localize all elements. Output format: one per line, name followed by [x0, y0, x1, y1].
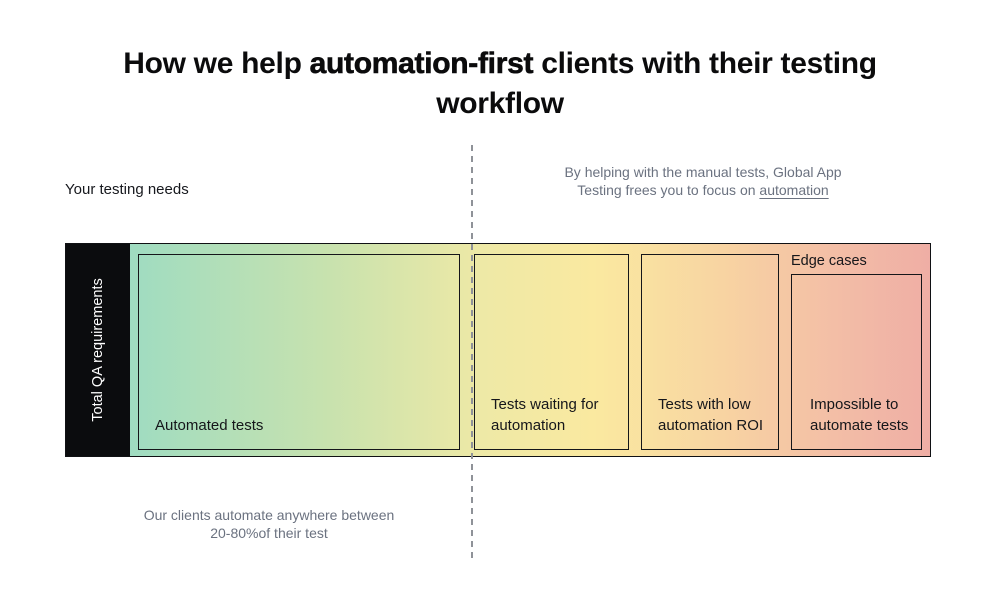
- edge-cases-label: Edge cases: [791, 253, 867, 269]
- title-suffix: clients with their testing workflow: [436, 47, 877, 120]
- right-note-line1: By helping with the manual tests, Global…: [564, 164, 842, 180]
- axis-label: Total QA requirements: [88, 278, 108, 421]
- bottom-note: Our clients automate anywhere between 20…: [113, 507, 425, 542]
- segment-box-impossible: Impossible to automate tests: [791, 274, 922, 450]
- segment-label-line1: Impossible to: [810, 396, 899, 413]
- segment-box-low-roi: Tests with low automation ROI: [641, 254, 779, 450]
- segment-label-line2: automate tests: [810, 417, 909, 434]
- qa-requirements-bar: Total QA requirements Automated tests Te…: [65, 243, 931, 457]
- right-note-line2: Testing frees you to focus on: [577, 181, 760, 198]
- page-title: How we help automation-first clients wit…: [0, 44, 1000, 124]
- segment-label: Automated tests: [155, 417, 264, 434]
- segment-label-line2: automation ROI: [658, 417, 764, 434]
- title-text: How we help automation-first clients wit…: [78, 44, 923, 124]
- axis-label-line1: Total QA: [90, 366, 106, 422]
- title-em: automation-first: [309, 47, 534, 81]
- dashed-divider-line: [471, 145, 473, 559]
- axis-black-section: Total QA requirements: [66, 244, 130, 456]
- gradient-area: Automated tests Tests waiting for automa…: [130, 244, 930, 456]
- bottom-note-line2: 20-80%of their test: [210, 524, 328, 541]
- bottom-note-line1: Our clients automate anywhere between: [143, 507, 395, 523]
- automation-link[interactable]: automation: [759, 181, 829, 198]
- axis-label-line2: requirements: [90, 278, 106, 363]
- segment-label-line1: Tests waiting for: [491, 396, 599, 413]
- segment-box-automated-tests: Automated tests: [138, 254, 460, 450]
- right-note: By helping with the manual tests, Global…: [533, 164, 873, 199]
- segment-box-tests-waiting: Tests waiting for automation: [474, 254, 629, 450]
- your-testing-needs-label: Your testing needs: [65, 181, 189, 198]
- segment-label-line2: automation: [491, 417, 566, 434]
- segment-label-line1: Tests with low: [658, 396, 751, 413]
- title-prefix: How we help: [123, 47, 310, 80]
